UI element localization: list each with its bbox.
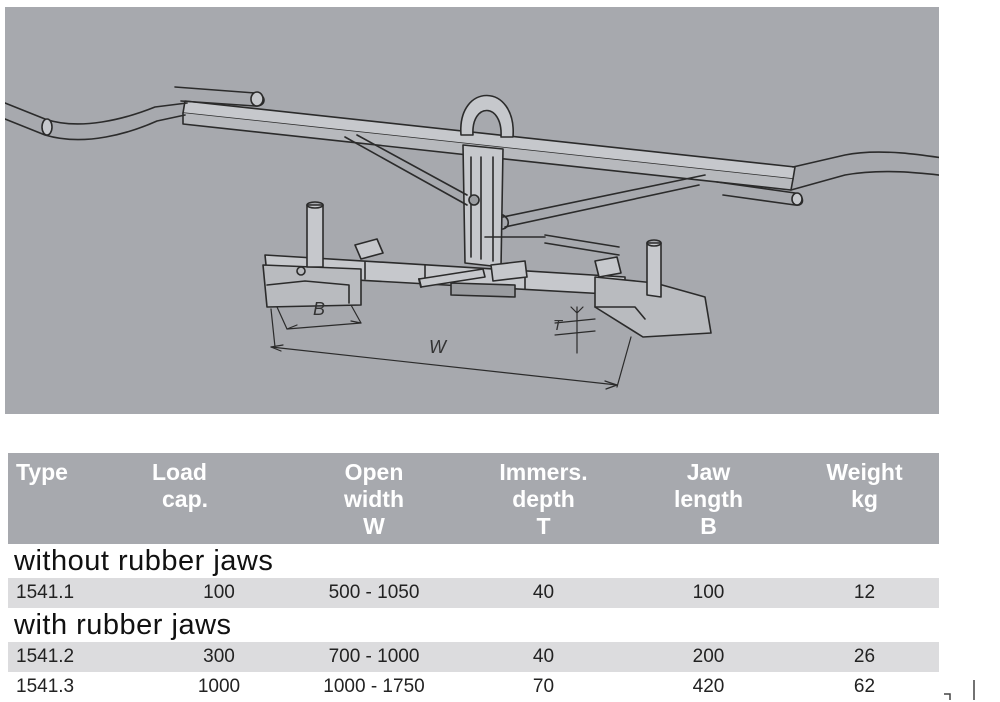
cell-immersion-depth: 70 (460, 672, 627, 702)
lifting-clamp-drawing (5, 86, 939, 390)
table-row: 1541.2 300 700 - 1000 40 200 26 (8, 642, 939, 672)
cell-weight: 26 (790, 642, 939, 672)
cell-immersion-depth: 40 (460, 578, 627, 608)
cell-open-width: 1000 - 1750 (288, 672, 460, 702)
vertical-post (462, 144, 504, 268)
left-jaw (262, 201, 384, 308)
cell-jaw-length: 100 (627, 578, 790, 608)
table-row: 1541.1 100 500 - 1050 40 100 12 (8, 578, 939, 608)
section-heading-row: with rubber jaws (8, 608, 939, 642)
dimension-lines (270, 304, 632, 390)
cell-jaw-length: 420 (627, 672, 790, 702)
dimension-label-t: T (553, 317, 563, 334)
header-immersion-depth: Immers. depth T (460, 453, 627, 544)
specifications-table: Type Load cap. Open width W Immers. dept… (8, 453, 939, 702)
cell-load-capacity: 1000 (150, 672, 288, 702)
cell-immersion-depth: 40 (460, 642, 627, 672)
table-row: 1541.3 1000 1000 - 1750 70 420 62 (8, 672, 939, 702)
header-load-capacity: Load cap. (150, 453, 288, 544)
braces (344, 134, 706, 230)
cell-load-capacity: 100 (150, 578, 288, 608)
section-without-rubber-jaws: without rubber jaws (8, 544, 939, 578)
left-handle (5, 86, 265, 141)
header-open-width: Open width W (288, 453, 460, 544)
cell-weight: 62 (790, 672, 939, 702)
lifting-eye (460, 94, 514, 138)
section-heading-row: without rubber jaws (8, 544, 939, 578)
section-with-rubber-jaws: with rubber jaws (8, 608, 939, 642)
center-clamp (418, 234, 620, 298)
header-jaw-length: Jaw length B (627, 453, 790, 544)
cell-jaw-length: 200 (627, 642, 790, 672)
cell-load-capacity: 300 (150, 642, 288, 672)
cell-type: 1541.3 (8, 672, 150, 702)
right-jaw (594, 239, 712, 338)
table-header-row: Type Load cap. Open width W Immers. dept… (8, 453, 939, 544)
dimension-label-b: B (313, 299, 326, 319)
cell-weight: 12 (790, 578, 939, 608)
dimension-label-w: W (429, 337, 446, 357)
page-corner-mark (944, 680, 975, 700)
right-handle (716, 151, 939, 206)
header-weight: Weight kg (790, 453, 939, 544)
cell-open-width: 500 - 1050 (288, 578, 460, 608)
cell-type: 1541.2 (8, 642, 150, 672)
product-drawing-panel: B W T (5, 7, 939, 414)
header-type: Type (8, 453, 150, 544)
cell-type: 1541.1 (8, 578, 150, 608)
cell-open-width: 700 - 1000 (288, 642, 460, 672)
